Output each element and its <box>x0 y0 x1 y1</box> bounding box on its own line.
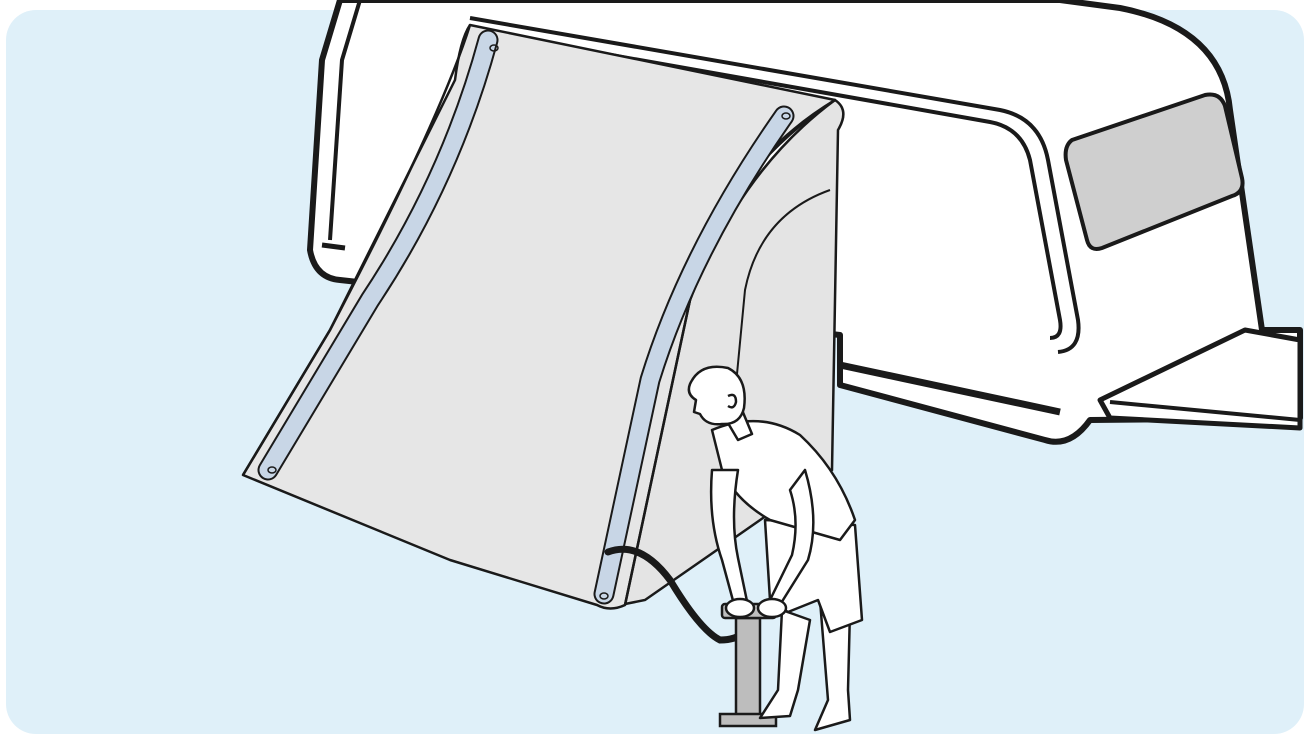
illustration-stage <box>0 0 1307 736</box>
awning-inflation-illustration <box>0 0 1307 736</box>
